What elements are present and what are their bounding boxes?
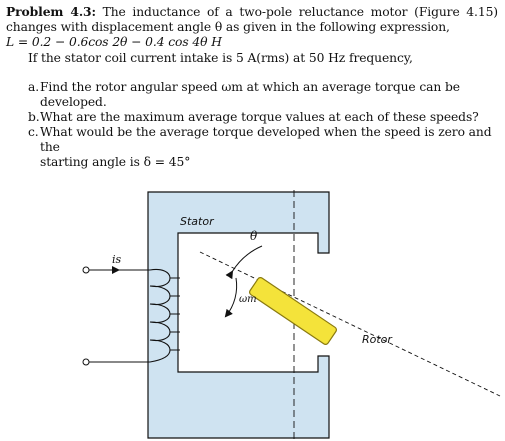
part-a: a.Find the rotor angular speed ωm at whi… <box>28 80 498 110</box>
angle-theta-arc <box>225 245 263 280</box>
angular-speed-arrow <box>224 277 238 318</box>
part-label: b. <box>28 110 40 124</box>
angle-label: θ <box>250 229 258 243</box>
terminal-top <box>82 266 90 274</box>
current-statement: If the stator coil current intake is 5 A… <box>28 51 413 65</box>
part-label: a. <box>28 80 40 94</box>
stator-coil <box>149 268 180 363</box>
rotor-label: Rotor <box>362 333 393 346</box>
problem-intro: Problem 4.3: The inductance of a two-pol… <box>6 4 498 35</box>
problem-statement: The inductance of a two-pole reluctance … <box>6 5 498 34</box>
stator-core <box>147 191 330 439</box>
question-parts: a.Find the rotor angular speed ωm at whi… <box>6 80 498 170</box>
current-label: is <box>112 253 122 266</box>
stator-label: Stator <box>180 215 215 228</box>
part-text: What are the maximum average torque valu… <box>40 110 479 124</box>
problem-text: Problem 4.3: The inductance of a two-pol… <box>6 4 498 170</box>
part-b: b.What are the maximum average torque va… <box>28 110 498 125</box>
part-text: What would be the average torque develop… <box>40 125 492 154</box>
terminal-bottom <box>82 358 90 366</box>
part-label: c. <box>28 125 39 139</box>
problem-heading: Problem 4.3: <box>6 4 96 19</box>
part-text: Find the rotor angular speed ωm at which… <box>40 80 460 109</box>
rotor-bar <box>249 276 337 346</box>
speed-label: ωm <box>239 294 257 305</box>
part-c: c.What would be the average torque devel… <box>28 125 498 170</box>
inductance-formula: L = 0.2 − 0.6cos 2θ − 0.4 cos 4θ H <box>6 35 222 49</box>
part-continuation: starting angle is δ = 45° <box>40 155 191 169</box>
